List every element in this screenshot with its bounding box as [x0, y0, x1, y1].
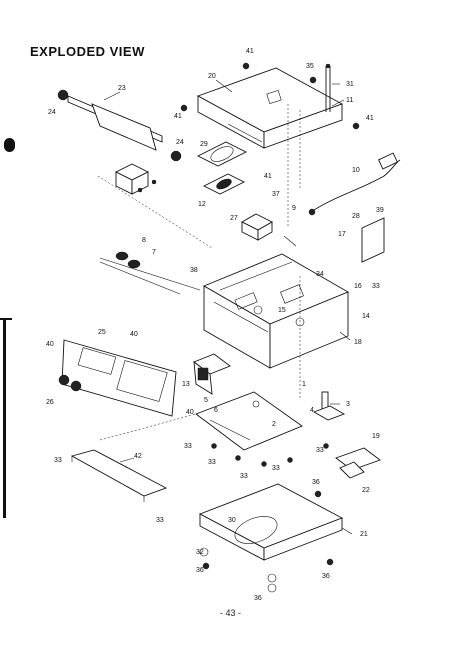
power-cord [309, 153, 400, 215]
callout-2: 2 [272, 421, 276, 428]
screw-33-b [236, 456, 241, 461]
callout-22: 22 [362, 487, 370, 494]
callout-42: 42 [134, 453, 142, 460]
callout-36: 36 [322, 573, 330, 580]
callout-21: 21 [360, 531, 368, 538]
bracket-42 [72, 450, 166, 502]
module-27 [242, 214, 272, 240]
callout-6: 6 [214, 407, 218, 414]
callout-18: 18 [354, 339, 362, 346]
callout-27: 27 [230, 215, 238, 222]
callout-26: 26 [46, 399, 54, 406]
screw-33-d [288, 458, 293, 463]
callout-23: 23 [118, 85, 126, 92]
callout-35: 35 [306, 63, 314, 70]
callout-41: 41 [174, 113, 182, 120]
callout-28: 28 [352, 213, 360, 220]
callout-24: 24 [176, 139, 184, 146]
page-number: - 43 - [220, 608, 241, 618]
screw-36-top [315, 491, 321, 497]
callout-34: 34 [316, 271, 324, 278]
callout-25: 25 [98, 329, 106, 336]
callout-41: 41 [246, 48, 254, 55]
screw-36-left [203, 563, 209, 569]
callout-5: 5 [204, 397, 208, 404]
callout-32: 32 [196, 549, 204, 556]
post [314, 392, 344, 420]
callout-36: 36 [312, 479, 320, 486]
callout-1: 1 [302, 381, 306, 388]
callout-40: 40 [46, 341, 54, 348]
callout-39: 39 [376, 207, 384, 214]
callout-14: 14 [362, 313, 370, 320]
callout-41: 41 [366, 115, 374, 122]
callout-33: 33 [184, 443, 192, 450]
callout-7: 7 [152, 249, 156, 256]
callout-24: 24 [48, 109, 56, 116]
callout-33: 33 [272, 465, 280, 472]
callout-10: 10 [352, 167, 360, 174]
callout-30: 30 [228, 517, 236, 524]
callout-33: 33 [54, 457, 62, 464]
callout-33: 33 [316, 447, 324, 454]
callout-20: 20 [208, 73, 216, 80]
callout-36: 36 [196, 567, 204, 574]
callout-17: 17 [338, 231, 346, 238]
screw-36-right [327, 559, 333, 565]
callout-3: 3 [346, 401, 350, 408]
mounting-bracket [58, 90, 181, 161]
callout-29: 29 [200, 141, 208, 148]
screw-33-e [324, 444, 329, 449]
callout-41: 41 [264, 173, 272, 180]
callout-8: 8 [142, 237, 146, 244]
callout-33: 33 [240, 473, 248, 480]
screw-41-left [181, 105, 187, 111]
screw-35 [310, 77, 316, 83]
screw-41-right [353, 123, 359, 129]
keypad [194, 354, 230, 394]
callout-33: 33 [208, 459, 216, 466]
callout-40: 40 [130, 331, 138, 338]
callout-13: 13 [182, 381, 190, 388]
callout-9: 9 [292, 205, 296, 212]
callout-16: 16 [354, 283, 362, 290]
callout-11: 11 [346, 97, 353, 104]
callout-19: 19 [372, 433, 380, 440]
screw-33-a [212, 444, 217, 449]
speaker-assembly [198, 142, 246, 194]
callout-4: 4 [310, 407, 314, 414]
callout-31: 31 [346, 81, 354, 88]
main-chassis [204, 254, 348, 400]
screw-41-top [243, 63, 249, 69]
screw-33-c [262, 462, 267, 467]
callout-36: 36 [254, 595, 262, 602]
front-panel [59, 340, 176, 416]
foot-bottom [268, 574, 276, 582]
callout-38: 38 [190, 267, 198, 274]
connectors [100, 252, 200, 294]
lower-plate [196, 392, 302, 450]
transformer [116, 164, 156, 194]
foot-bottom-2 [268, 584, 276, 592]
callout-40: 40 [186, 409, 194, 416]
callout-12: 12 [198, 201, 206, 208]
callout-33: 33 [156, 517, 164, 524]
bracket-28 [362, 218, 384, 262]
callout-15: 15 [278, 307, 286, 314]
callout-37: 37 [272, 191, 280, 198]
callout-33: 33 [372, 283, 380, 290]
